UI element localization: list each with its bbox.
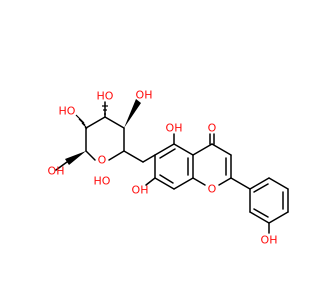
- bond: [123, 150, 144, 163]
- bond: [268, 177, 289, 190]
- atom-label-oh: OH: [132, 184, 149, 197]
- atom-label-o: O: [208, 183, 217, 196]
- bond: [154, 143, 175, 156]
- atom-label-oh: HO: [97, 90, 114, 103]
- bond: [142, 154, 156, 163]
- wedge-bond: [65, 151, 86, 165]
- atom-label-oh: OH: [48, 165, 65, 178]
- bond: [211, 143, 232, 156]
- atom-label-oh: OH: [166, 122, 183, 135]
- hash-bond: [75, 114, 88, 130]
- bond: [173, 177, 194, 190]
- atom-label-oh: OH: [261, 234, 278, 247]
- bond: [154, 177, 175, 190]
- bond: [249, 177, 270, 190]
- bond: [104, 116, 125, 129]
- atom-label-layer: OH HO HO OH HO O OH O OH O OH: [48, 89, 278, 247]
- bond: [173, 143, 194, 156]
- atom-label-oh: HO: [59, 105, 76, 118]
- bond: [230, 177, 251, 190]
- bond: [55, 161, 68, 171]
- bond: [268, 211, 289, 224]
- bond: [85, 150, 96, 161]
- atom-label-oh: HO: [94, 175, 111, 188]
- bond-layer: [55, 99, 289, 234]
- hash-bond: [102, 105, 108, 115]
- bond: [218, 177, 232, 186]
- structure-diagram: OH HO HO OH HO O OH O OH O OH: [48, 89, 289, 247]
- bond: [249, 211, 270, 224]
- wedge-bond: [124, 99, 141, 128]
- bond: [159, 148, 176, 159]
- bond: [85, 116, 106, 129]
- bond: [192, 143, 213, 156]
- bond: [192, 177, 206, 186]
- bond: [253, 208, 269, 218]
- bond: [108, 150, 125, 161]
- bond: [159, 174, 174, 184]
- atom-label-oh: OH: [136, 89, 153, 102]
- atom-label-o: O: [98, 154, 107, 167]
- bond: [253, 183, 269, 193]
- bond: [145, 177, 156, 186]
- atom-label-o: O: [208, 122, 217, 135]
